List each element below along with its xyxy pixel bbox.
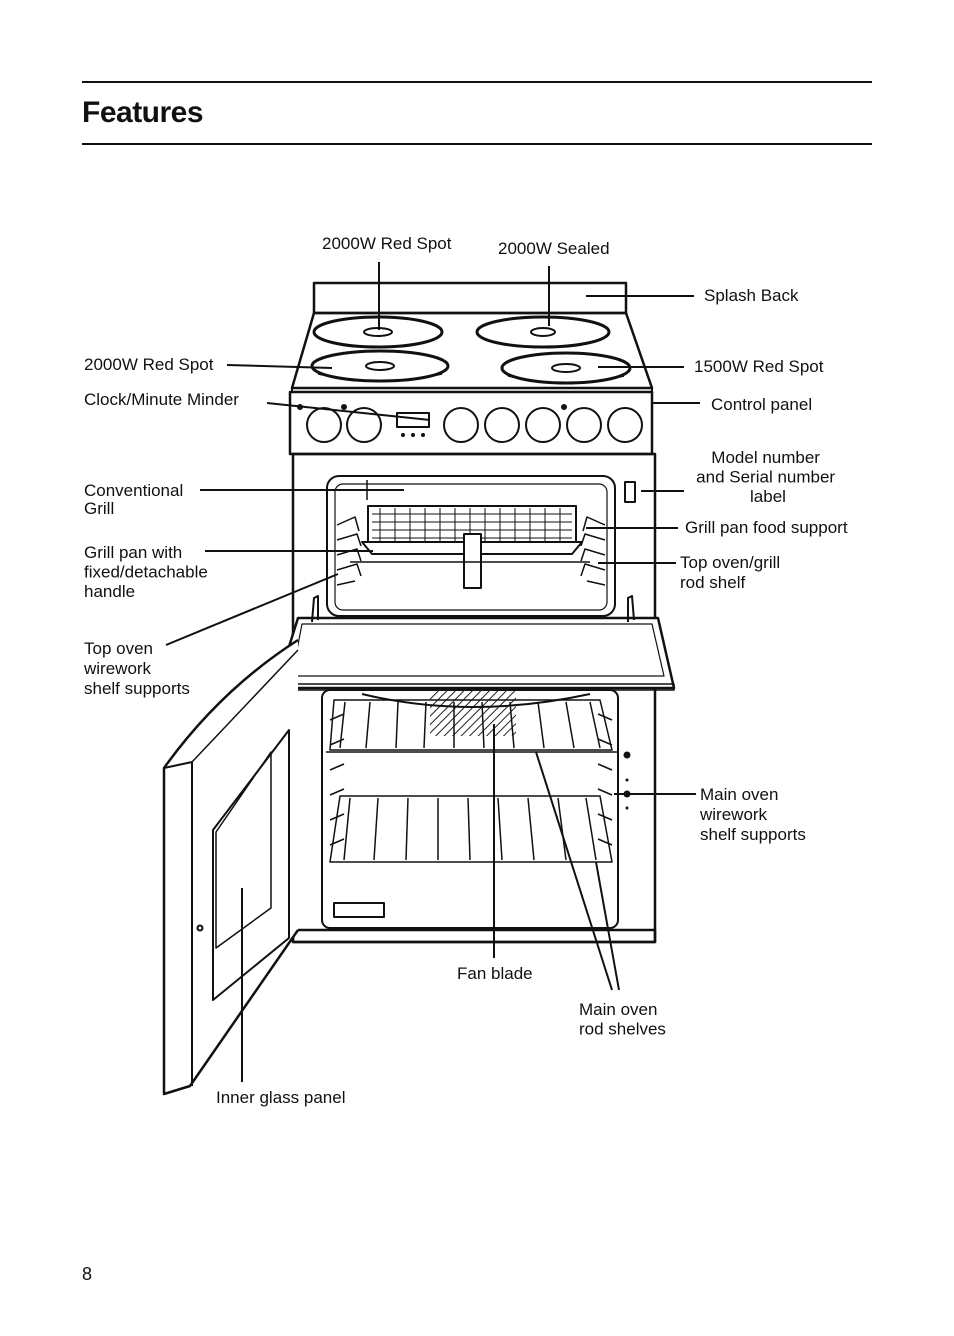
main-oven-rod-shelves [329,699,613,863]
main-oven-vent [333,902,385,918]
label-conventional-grill: Conventional Grill [84,481,188,518]
main-oven-door [162,638,300,1096]
main-oven-shelf-supports [326,713,618,846]
splash-back [312,281,628,315]
top-oven-cavity [326,475,616,617]
label-top-oven-supports: Top oven wirework shelf supports [83,639,190,698]
label-red-spot-top: 2000W Red Spot [322,234,452,253]
label-control-panel: Control panel [711,395,812,414]
label-red-spot-1500: 1500W Red Spot [694,357,824,376]
grill-pan [361,505,583,589]
page-number: 8 [82,1264,93,1284]
leader-lines [165,262,700,1082]
label-splash-back: Splash Back [704,286,799,305]
label-inner-glass: Inner glass panel [216,1088,345,1107]
label-clock: Clock/Minute Minder [84,390,239,409]
rating-plate-marker [624,481,636,503]
top-oven-shelf-supports [336,516,606,586]
label-fan-blade: Fan blade [457,964,533,983]
label-model-number: Model number and Serial number label [696,448,840,506]
hotplate-front-left [310,349,450,383]
label-top-oven-rod-shelf: Top oven/grill rod shelf [680,553,785,592]
label-grill-pan-support: Grill pan food support [685,518,848,537]
label-main-oven-rod-shelves: Main oven rod shelves [579,1000,666,1039]
label-main-oven-supports: Main oven wirework shelf supports [699,785,806,844]
label-grill-pan-handle: Grill pan with fixed/detachable handle [84,543,213,601]
hotplate-rear-right [475,315,611,349]
control-knobs [306,407,643,443]
label-sealed: 2000W Sealed [498,239,610,258]
title-underline [82,143,872,145]
page-title: Features [82,96,204,129]
label-red-spot-left: 2000W Red Spot [84,355,214,374]
top-rule [82,81,872,83]
